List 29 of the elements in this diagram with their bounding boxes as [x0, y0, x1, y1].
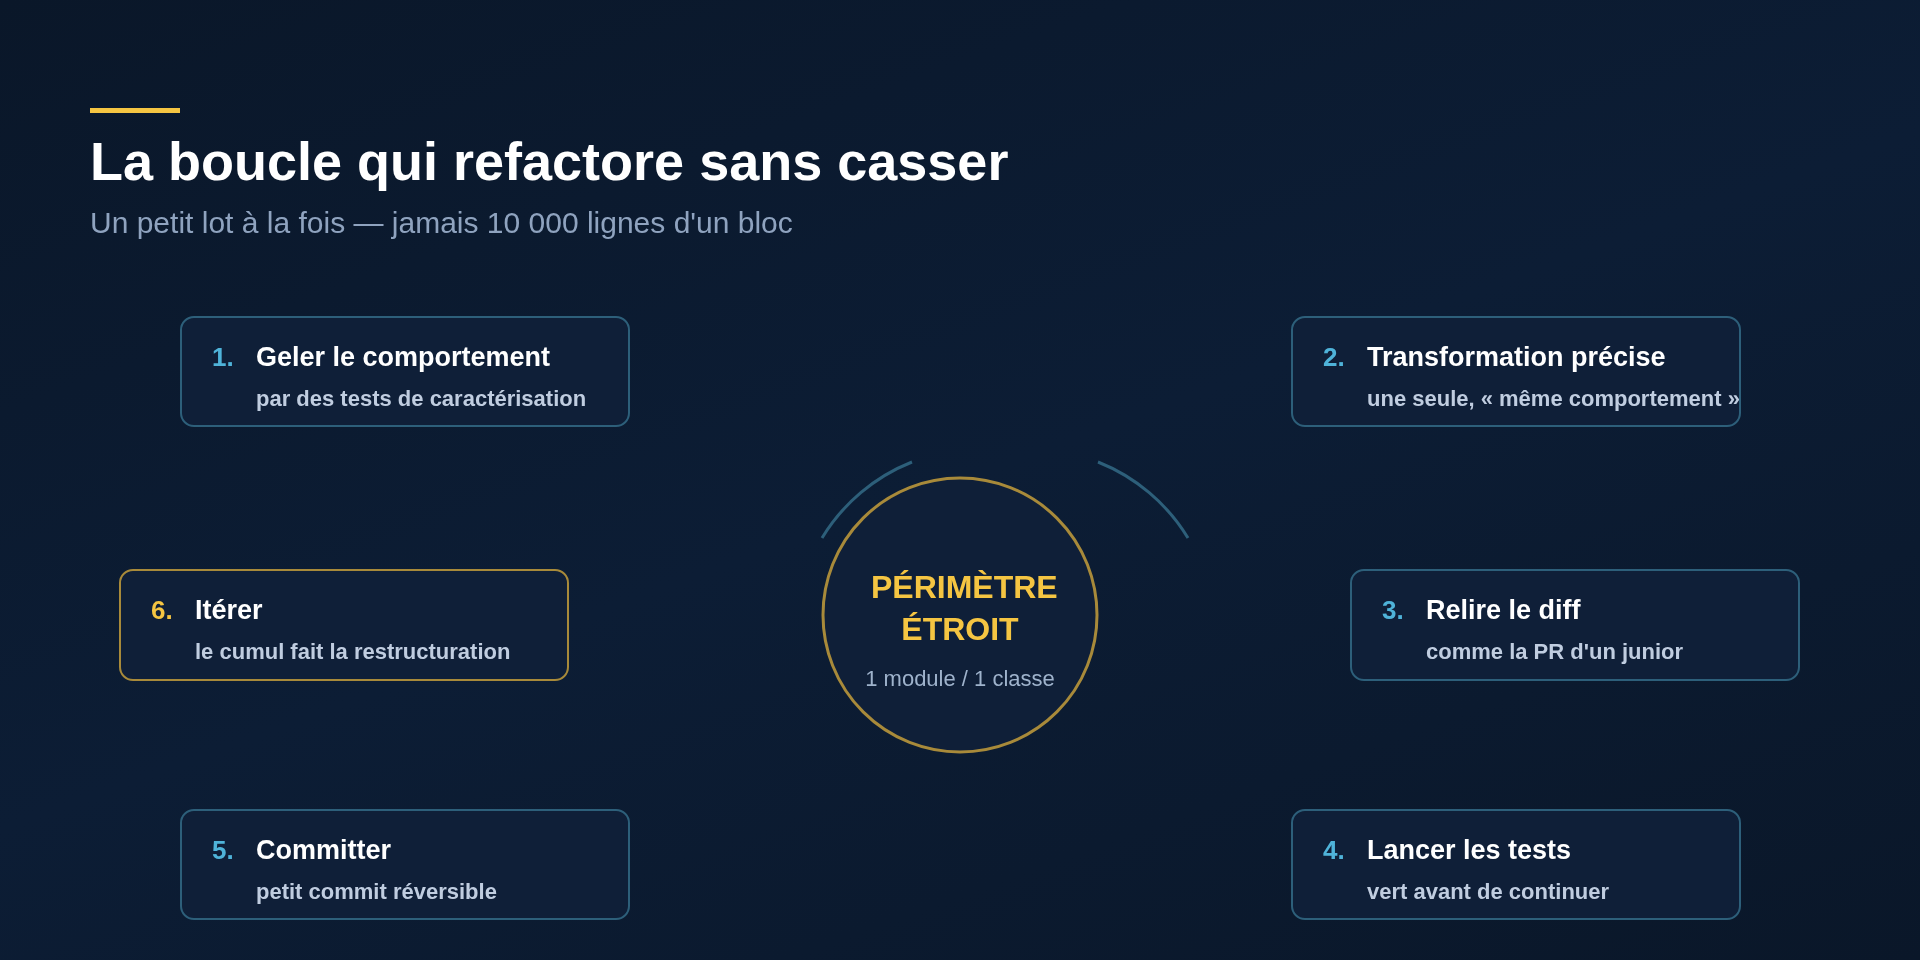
step-card — [1350, 569, 1800, 681]
title: La boucle qui refactore sans casser — [90, 130, 1009, 192]
step-title: Relire le diff — [1426, 595, 1581, 626]
step-number: 2. — [1323, 342, 1345, 373]
step-description: par des tests de caractérisation — [256, 386, 587, 412]
step-title: Geler le comportement — [256, 342, 551, 373]
step-title: Transformation précise — [1367, 342, 1666, 373]
step-card — [1291, 316, 1741, 427]
step-number: 6. — [151, 595, 173, 626]
step-number: 3. — [1382, 595, 1404, 626]
step-description: le cumul fait la restructuration — [195, 639, 511, 665]
step-description: petit commit réversible — [256, 879, 497, 905]
center-subtitle: 1 module / 1 classe — [864, 666, 1056, 692]
center-title: PÉRIMÈTRE ÉTROIT — [870, 568, 1059, 649]
step-description: comme la PR d'un junior — [1426, 639, 1684, 665]
step-card — [119, 569, 569, 681]
step-number: 5. — [212, 835, 234, 866]
step-description: vert avant de continuer — [1367, 879, 1610, 905]
subtitle: Un petit lot à la fois — jamais 10 000 lignes d'un bloc — [90, 206, 793, 240]
step-number: 4. — [1323, 835, 1345, 866]
step-title: Committer — [256, 835, 391, 866]
step-title: Lancer les tests — [1367, 835, 1572, 866]
step-title: Itérer — [195, 595, 263, 626]
step-card — [180, 316, 630, 427]
step-description: une seule, « même comportement » — [1367, 386, 1740, 412]
step-card — [1291, 809, 1741, 920]
step-number: 1. — [212, 342, 234, 373]
step-card — [180, 809, 630, 920]
center-circle — [821, 476, 1099, 754]
